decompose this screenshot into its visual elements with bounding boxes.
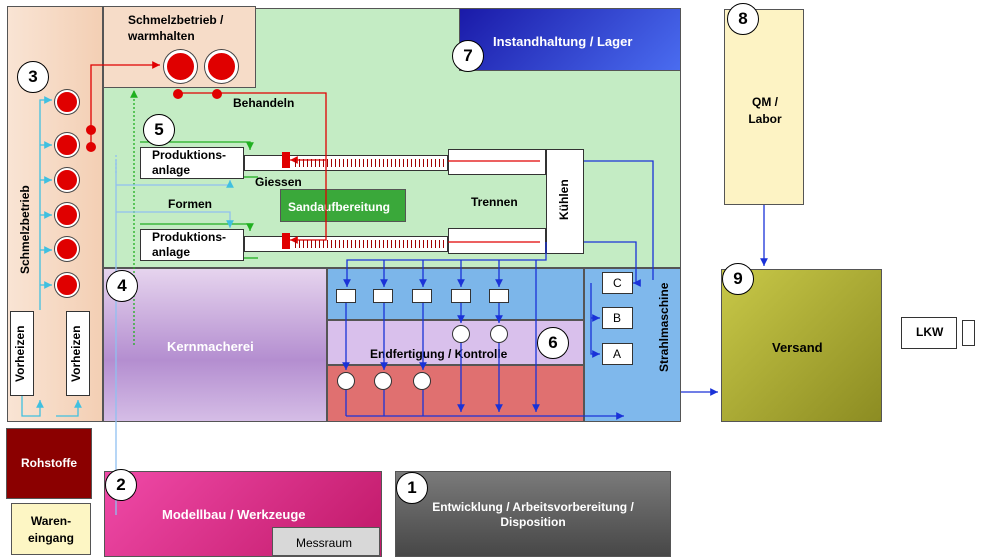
entwicklung-label: Entwicklung / Arbeitsvorbereitung / Disp…	[432, 500, 634, 529]
schmelzofen-5	[55, 237, 79, 261]
vorheizen-2	[66, 311, 90, 396]
schmelzofen-6	[55, 273, 79, 297]
modellbau-label: Modellbau / Werkzeuge	[162, 507, 306, 522]
messraum-area	[272, 527, 380, 556]
strahl-c-label: C	[613, 276, 622, 290]
rohstoffe-label: Rohstoffe	[21, 456, 77, 470]
schmelzofen-1	[55, 90, 79, 114]
number-4: 4	[106, 270, 138, 302]
schmelzofen-4	[55, 203, 79, 227]
station-ci-2	[490, 325, 508, 343]
sandaufbereitung-label: Sandaufbereitung	[288, 200, 391, 214]
schmelzofen-3	[55, 168, 79, 192]
strahl-a-label: A	[613, 347, 622, 361]
lkw-label: LKW	[916, 325, 944, 339]
station-sq-5	[489, 289, 509, 303]
lkw-box	[901, 317, 957, 349]
messraum-label: Messraum	[296, 536, 353, 550]
vorheizen-1	[10, 311, 34, 396]
rohstoffe-area	[6, 428, 92, 499]
trennen-oben	[448, 149, 546, 175]
produktionsanlage-2	[140, 229, 244, 261]
station-ci-5	[413, 372, 431, 390]
station-sq-3	[412, 289, 432, 303]
instandhaltung-area	[459, 8, 681, 71]
station-ci-1	[452, 325, 470, 343]
lkw-cab	[962, 320, 975, 346]
station-sq-4	[451, 289, 471, 303]
number-2: 2	[105, 469, 137, 501]
kuehlen-box	[546, 149, 584, 254]
entwicklung-area	[395, 471, 671, 557]
kernmacherei-label: Kernmacherei	[167, 339, 254, 354]
trennen-label: Trennen	[471, 195, 518, 209]
number-3: 3	[17, 61, 49, 93]
endfertigung-red	[327, 365, 584, 422]
versand-label: Versand	[772, 340, 823, 355]
produktionsanlage-1-label: Produktions-anlage	[152, 148, 226, 177]
station-sq-1	[336, 289, 356, 303]
produktionsanlage-2-label: Produktions-anlage	[152, 230, 226, 259]
number-5: 5	[143, 114, 175, 146]
formen-label: Formen	[168, 197, 213, 211]
number-6: 6	[537, 327, 569, 359]
number-1: 1	[396, 472, 428, 504]
wareneingang-label: Waren-eingang	[27, 514, 74, 545]
behandeln-label: Behandeln	[233, 96, 295, 110]
station-sq-2	[373, 289, 393, 303]
wareneingang-area	[11, 503, 91, 555]
trennen-unten	[448, 228, 546, 254]
number-8: 8	[727, 3, 759, 35]
station-ci-4	[374, 372, 392, 390]
strahl-c	[602, 272, 633, 294]
station-ci-3	[337, 372, 355, 390]
giessen-label: Giessen	[255, 175, 302, 189]
strahl-b	[602, 307, 633, 329]
warmhalten-text: Schmelzbetrieb / warmhalten	[128, 13, 224, 43]
versand-area	[721, 269, 882, 422]
strahl-b-label: B	[613, 311, 622, 325]
number-7: 7	[452, 40, 484, 72]
qm-labor-area	[724, 9, 804, 205]
strahl-a	[602, 343, 633, 365]
kernmacherei-area	[103, 268, 327, 422]
produktionsanlage-1	[140, 147, 244, 179]
warmhalte-ofen-1	[164, 50, 197, 83]
qm-labor-label: QM / Labor	[748, 95, 782, 126]
number-9: 9	[722, 263, 754, 295]
sandaufbereitung-area	[280, 189, 406, 222]
instandhaltung-label: Instandhaltung / Lager	[493, 34, 633, 49]
giesserei-hall-border	[103, 8, 681, 268]
endfertigung-label: Endfertigung / Kontrolle	[370, 347, 508, 361]
warmhalte-ofen-2	[205, 50, 238, 83]
schmelzofen-2	[55, 133, 79, 157]
